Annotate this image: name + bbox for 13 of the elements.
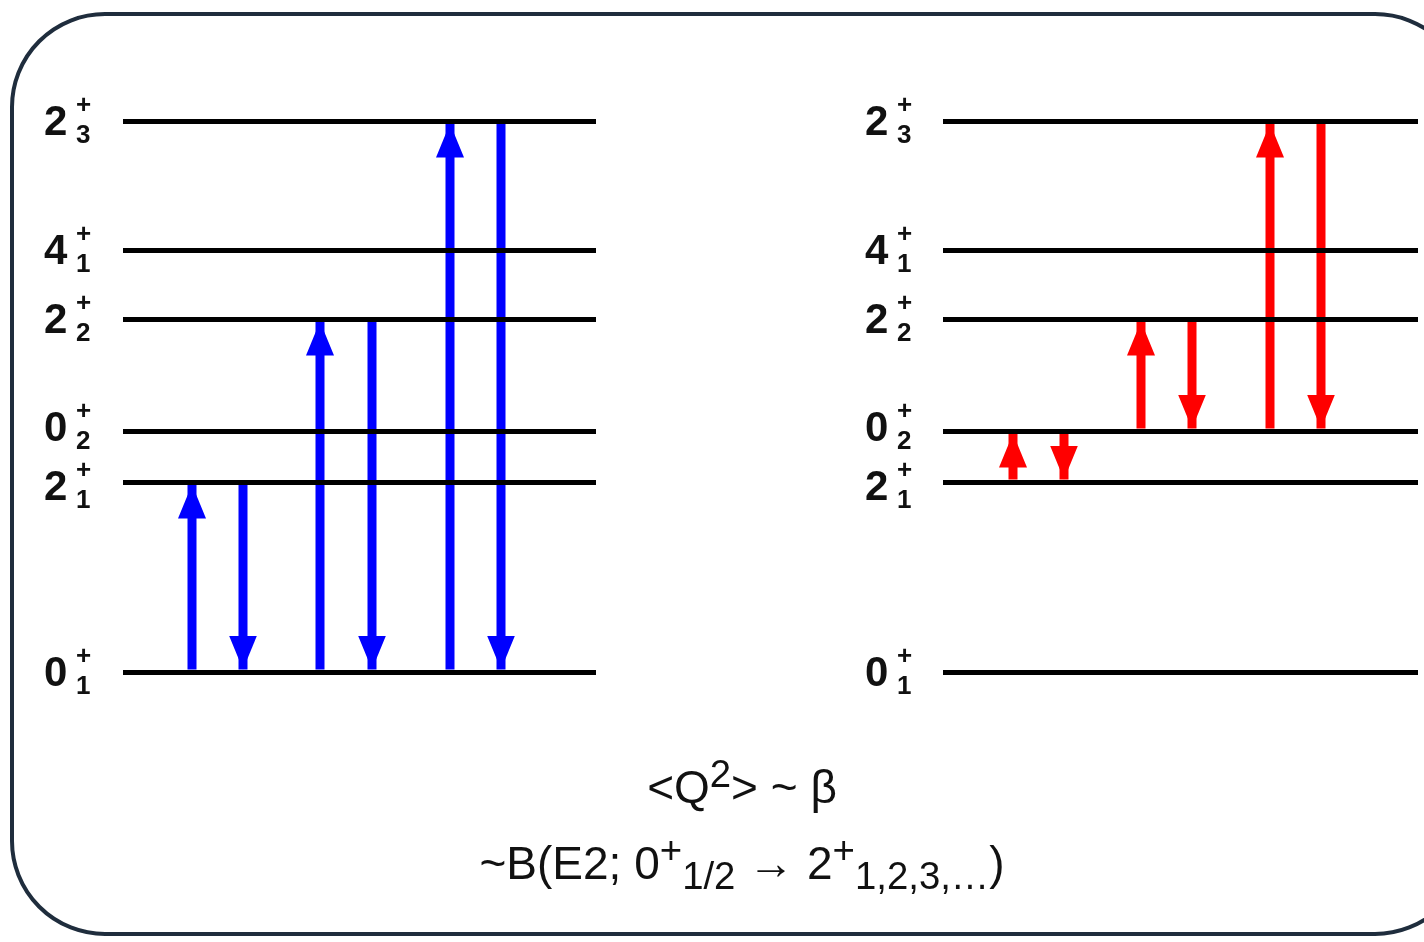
transition-arrow (306, 321, 334, 670)
transition-arrow (1307, 123, 1335, 429)
transition-arrow (178, 484, 206, 670)
transition-arrow (1127, 321, 1155, 429)
transition-arrow (436, 123, 464, 670)
transition-arrow (999, 433, 1027, 480)
transition-arrow (487, 123, 515, 670)
transition-arrow (1256, 123, 1284, 429)
transition-arrow (358, 321, 386, 670)
transition-arrow (1178, 321, 1206, 429)
formula-text: <Q$^{2}$> ~ β (647, 761, 837, 814)
transition-arrow (1050, 433, 1078, 480)
transition-arrow (229, 484, 257, 670)
